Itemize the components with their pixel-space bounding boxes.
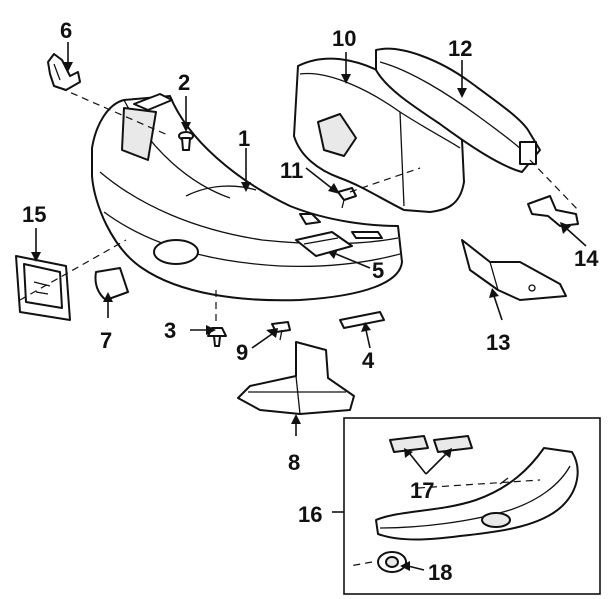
callout-10: 10 — [332, 26, 356, 51]
callout-4: 4 — [362, 348, 375, 373]
callout-17: 17 — [410, 478, 434, 503]
callout-2: 2 — [178, 70, 190, 95]
license-bracket — [15, 255, 71, 321]
callout-15: 15 — [22, 202, 46, 227]
side-strip — [339, 311, 385, 329]
reflector-pads — [389, 435, 473, 453]
leader-arrows — [31, 42, 587, 571]
callout-8: 8 — [288, 450, 300, 475]
impact-strip-bracket — [295, 231, 353, 257]
callout-16: 16 — [298, 502, 322, 527]
callout-3: 3 — [164, 318, 176, 343]
grommet — [377, 551, 407, 573]
alignment-lines — [19, 87, 581, 567]
callout-18: 18 — [428, 560, 452, 585]
brace — [527, 195, 579, 227]
lower-fascia-spoiler — [375, 447, 579, 541]
callout-labels: 1 2 3 4 5 6 7 8 9 10 11 12 13 14 15 16 1… — [22, 18, 599, 585]
mounting-bracket — [461, 239, 567, 301]
air-deflector — [237, 341, 355, 415]
callout-13: 13 — [486, 330, 510, 355]
fog-lamp-plug — [94, 267, 129, 301]
retainer-clip — [47, 53, 81, 91]
callout-14: 14 — [574, 246, 599, 271]
callout-7: 7 — [100, 328, 112, 353]
callout-12: 12 — [448, 36, 472, 61]
callout-9: 9 — [236, 340, 248, 365]
callout-6: 6 — [60, 18, 72, 43]
detail-box — [343, 417, 601, 595]
callout-11: 11 — [280, 158, 303, 183]
callout-1: 1 — [238, 126, 250, 151]
callout-5: 5 — [372, 258, 384, 283]
